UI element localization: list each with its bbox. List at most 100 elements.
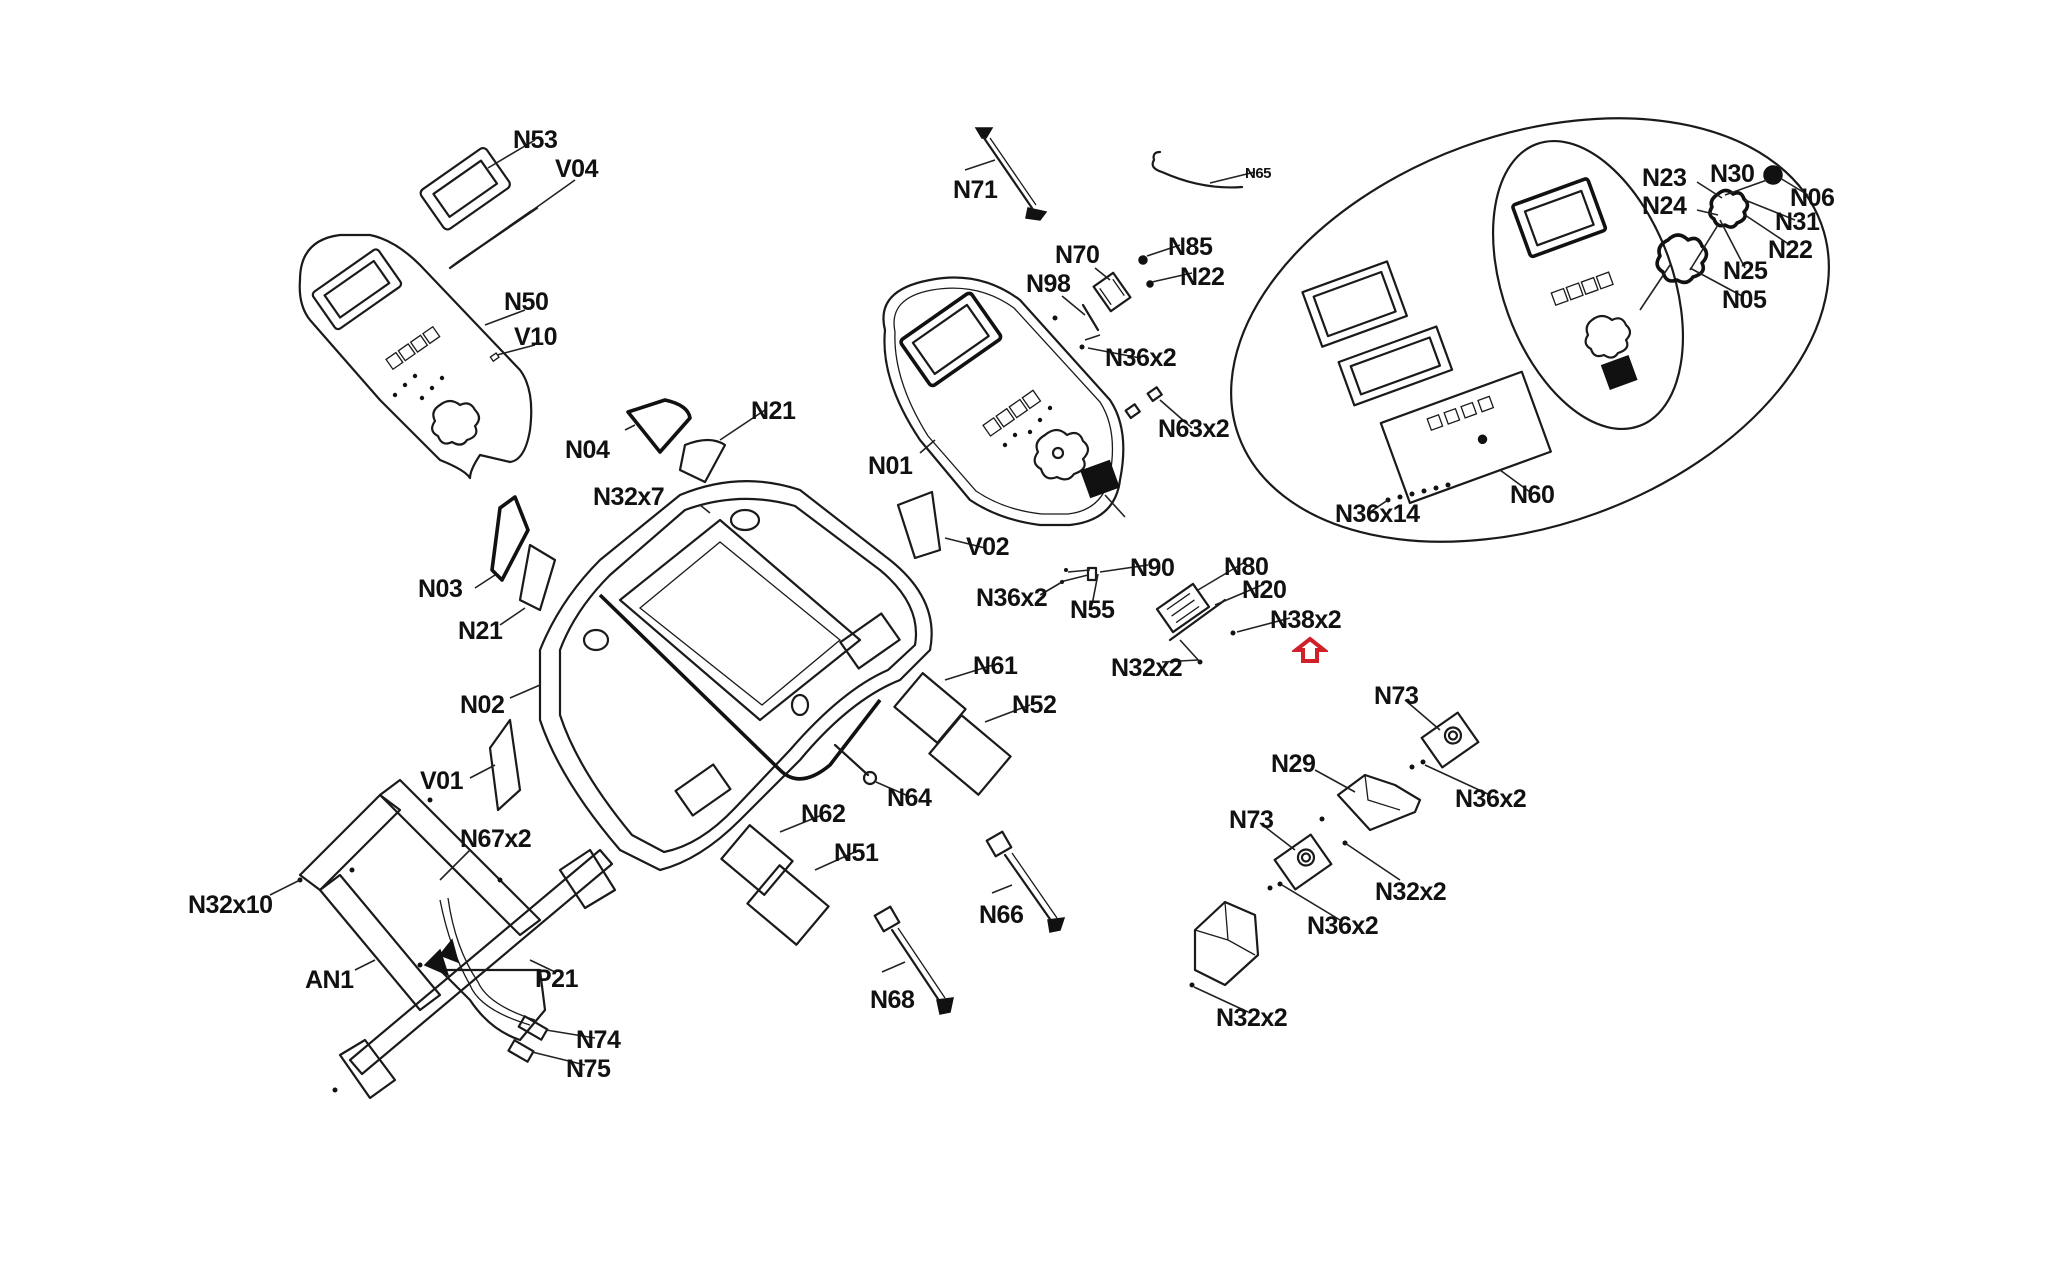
callout-p21: P21	[535, 965, 578, 993]
part-motor-housing	[1193, 900, 1260, 987]
callout-n80: N80	[1224, 553, 1269, 581]
part-n01-console-housing	[882, 276, 1126, 527]
part-n71-cable	[964, 127, 1048, 221]
callout-n90: N90	[1130, 554, 1175, 582]
callout-n23: N23	[1642, 164, 1687, 192]
part-n73-mount-lower	[1273, 833, 1333, 891]
callout-n32x2-mid: N32x2	[1111, 654, 1183, 682]
callout-n73-upper: N73	[1374, 682, 1419, 710]
part-n64-shaft	[833, 743, 870, 777]
leader-n53	[487, 139, 536, 169]
part-n63-clip	[1146, 386, 1163, 403]
callout-n75: N75	[566, 1055, 611, 1083]
callout-n04: N04	[565, 436, 610, 464]
part-v02-decal	[896, 490, 942, 560]
callout-n22-knob: N22	[1768, 236, 1813, 264]
callout-n68: N68	[870, 986, 915, 1014]
callout-n55: N55	[1070, 596, 1115, 624]
callout-v04: V04	[555, 155, 598, 183]
part-n24-ring	[1708, 188, 1750, 229]
callout-n73-lower: N73	[1229, 806, 1274, 834]
up-arrow-marker-icon	[1292, 636, 1328, 663]
callout-n32x7: N32x7	[593, 483, 665, 511]
callout-n52: N52	[1012, 691, 1057, 719]
part-an1-frame	[269, 778, 617, 1100]
callout-n36x2-top: N36x2	[1105, 344, 1177, 372]
part-n05-dial	[1655, 233, 1709, 285]
part-n80-connector	[1155, 582, 1211, 634]
callout-n30: N30	[1710, 160, 1755, 188]
callout-n21-upper: N21	[751, 397, 796, 425]
callout-n64: N64	[887, 784, 932, 812]
part-v01-decal	[488, 718, 522, 812]
callout-n50: N50	[504, 288, 549, 316]
part-n22-screw-top	[1146, 280, 1154, 288]
callout-n24: N24	[1642, 192, 1687, 220]
part-n21-pad-lower	[518, 543, 557, 612]
part-n03-tray	[490, 495, 530, 582]
callout-n29: N29	[1271, 750, 1316, 778]
callout-n31: N31	[1775, 208, 1820, 236]
part-n64-knob	[862, 770, 878, 786]
part-n61-pad	[893, 672, 967, 744]
part-n52-pad	[928, 714, 1012, 796]
callout-n85: N85	[1168, 233, 1213, 261]
callout-n67x2: N67x2	[460, 825, 532, 853]
callout-n32x2-right: N32x2	[1375, 878, 1447, 906]
callout-n71: N71	[953, 176, 998, 204]
detail-inset-ellipse	[1230, 117, 1830, 543]
callout-v01: V01	[420, 767, 463, 795]
callout-n36x2-mid: N36x2	[976, 584, 1048, 612]
callout-n32x2-bottom: N32x2	[1216, 1004, 1288, 1032]
callout-n38x2: N38x2	[1270, 606, 1342, 634]
part-n98-rod	[1081, 303, 1100, 332]
callout-n36x2-right: N36x2	[1455, 785, 1527, 813]
callout-an1: AN1	[305, 966, 354, 994]
callout-n01: N01	[868, 452, 913, 480]
callout-n53: N53	[513, 126, 558, 154]
part-n21-pad-upper	[678, 438, 727, 484]
part-n63-clip	[1124, 403, 1141, 420]
callout-n51: N51	[834, 839, 879, 867]
callout-n25: N25	[1723, 257, 1768, 285]
part-n60-pcb	[1379, 370, 1552, 505]
part-n55-clip	[1086, 566, 1098, 582]
callout-n63x2: N63x2	[1158, 415, 1230, 443]
callout-v02: V02	[966, 533, 1009, 561]
part-n06-cap	[1763, 165, 1783, 185]
part-n62-pad	[720, 824, 794, 896]
part-n68-cable	[873, 905, 954, 1015]
part-n04-tray	[626, 398, 692, 454]
callout-v10: V10	[514, 323, 557, 351]
part-v04-strip	[448, 179, 576, 270]
callout-n03: N03	[418, 575, 463, 603]
callout-n02: N02	[460, 691, 505, 719]
part-n73-mount-upper	[1420, 711, 1480, 769]
part-n53-lens-frame	[419, 147, 511, 231]
part-n20-bracket	[1168, 598, 1227, 642]
callout-n36x14: N36x14	[1335, 500, 1420, 528]
callout-n66: N66	[979, 901, 1024, 929]
callout-n32x10: N32x10	[188, 891, 273, 919]
callout-n60: N60	[1510, 481, 1555, 509]
callout-n98: N98	[1026, 270, 1071, 298]
part-n85-screw	[1138, 255, 1148, 265]
callout-n36x2-lower: N36x2	[1307, 912, 1379, 940]
callout-n62: N62	[801, 800, 846, 828]
callout-n21-lower: N21	[458, 617, 503, 645]
part-n70-bracket	[1092, 271, 1132, 313]
part-n51-pad	[746, 864, 830, 946]
callout-n70: N70	[1055, 241, 1100, 269]
part-n66-cable	[985, 830, 1066, 933]
callout-n22-top: N22	[1180, 263, 1225, 291]
part-n29-bracket	[1314, 769, 1422, 832]
callout-n74: N74	[576, 1026, 621, 1054]
callout-n61: N61	[973, 652, 1018, 680]
callout-n05: N05	[1722, 286, 1767, 314]
callout-n65: N65	[1245, 165, 1272, 182]
part-n50-overlay	[298, 233, 536, 480]
callout-n20: N20	[1242, 576, 1287, 604]
part-n65-wire	[1151, 150, 1256, 189]
part-n02-shroud	[509, 480, 933, 872]
